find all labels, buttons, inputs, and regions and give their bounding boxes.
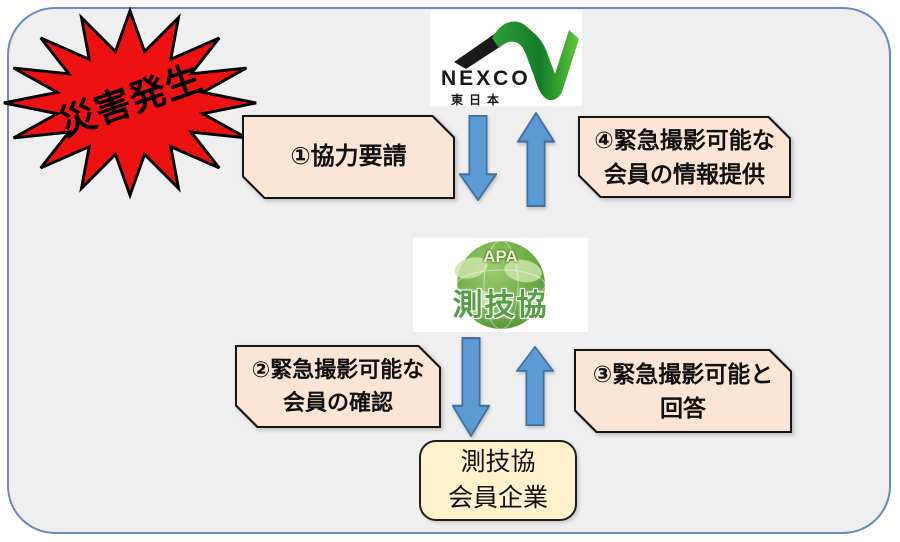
step-4-line-1: ④緊急撮影可能な — [594, 126, 775, 153]
step-2-line-2: 会員の確認 — [282, 389, 393, 415]
step-box-border: ②緊急撮影可能な 会員の確認 — [235, 345, 441, 428]
nexco-brand-text: NEXCO — [441, 67, 531, 90]
nexco-swoosh-icon — [454, 21, 579, 101]
arrow-up-apa-to-nexco-icon — [517, 112, 555, 207]
step-1-line-1: ①協力要請 — [290, 143, 407, 171]
nexco-logo: NEXCO 東日本 — [430, 10, 582, 107]
step-box-border: ①協力要請 — [242, 115, 455, 199]
step-box-availability-reply: ③緊急撮影可能と 回答 — [574, 349, 792, 433]
explosion-burst-icon — [3, 6, 257, 200]
member-companies-box: 測技協 会員企業 — [419, 440, 577, 521]
step-box-border: ③緊急撮影可能と 回答 — [574, 349, 792, 433]
step-box-body: ②緊急撮影可能な 会員の確認 — [237, 347, 439, 426]
member-box-line-2: 会員企業 — [447, 483, 548, 512]
step-box-member-info-provision: ④緊急撮影可能な 会員の情報提供 — [578, 116, 791, 198]
step-box-border: ④緊急撮影可能な 会員の情報提供 — [578, 116, 791, 198]
step-box-body: ④緊急撮影可能な 会員の情報提供 — [580, 118, 789, 196]
apa-logo: APA 測技協 — [413, 238, 588, 332]
step-box-body: ③緊急撮影可能と 回答 — [576, 351, 790, 431]
step-box-cooperation-request: ①協力要請 — [242, 115, 455, 199]
arrow-down-nexco-to-apa-icon — [459, 115, 497, 201]
arrow-up-members-to-apa-icon — [516, 346, 554, 426]
nexco-region-text: 東日本 — [451, 93, 506, 107]
step-3-line-1: ③緊急撮影可能と — [592, 360, 774, 387]
apa-acronym-text: APA — [483, 247, 518, 266]
apa-shortname-text: 測技協 — [452, 289, 549, 322]
step-3-line-2: 回答 — [660, 395, 706, 421]
step-box-body: ①協力要請 — [244, 117, 453, 197]
step-4-line-2: 会員の情報提供 — [604, 161, 765, 187]
step-2-line-1: ②緊急撮影可能な — [251, 356, 425, 382]
apa-globe-icon — [454, 240, 546, 330]
step-box-member-confirmation: ②緊急撮影可能な 会員の確認 — [235, 345, 441, 428]
arrow-down-apa-to-members-icon — [452, 337, 490, 437]
member-box-line-1: 測技協 — [460, 448, 536, 476]
